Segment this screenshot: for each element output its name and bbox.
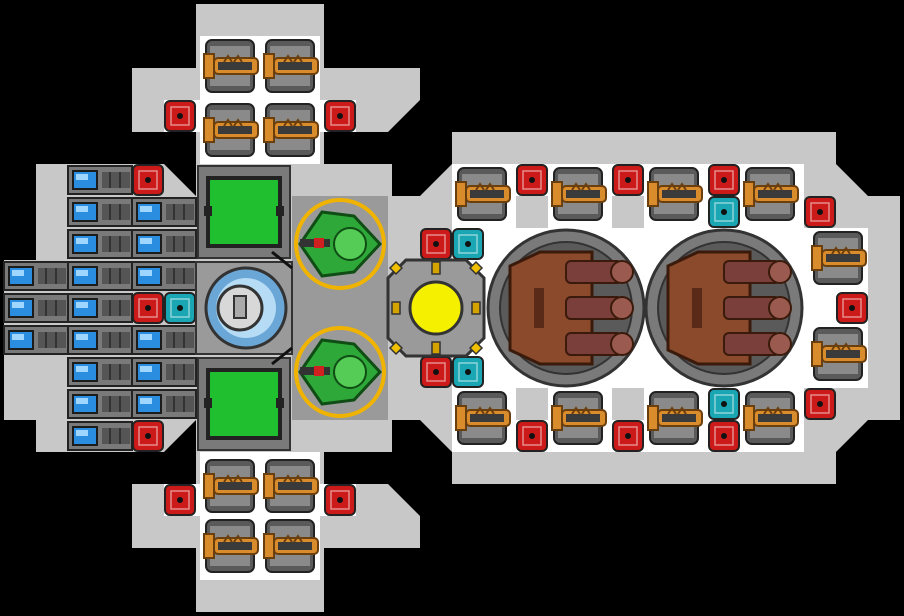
thruster-10[interactable]: [67, 293, 133, 323]
red-block-10[interactable]: [708, 164, 740, 196]
thruster-13[interactable]: [131, 325, 197, 355]
main-bottom-turret-3[interactable]: [647, 391, 703, 445]
red-block-17[interactable]: [420, 228, 452, 260]
scanner-dome[interactable]: [195, 261, 293, 355]
red-block-15[interactable]: [612, 420, 644, 452]
red-block-13[interactable]: [804, 388, 836, 420]
bottom-pod-turret-1[interactable]: [203, 459, 259, 513]
red-block-8[interactable]: [516, 164, 548, 196]
main-bottom-turret-4[interactable]: [743, 391, 799, 445]
red-block-12[interactable]: [836, 292, 868, 324]
cyan-block-2[interactable]: [452, 228, 484, 260]
thruster-11[interactable]: [3, 325, 69, 355]
thruster-4[interactable]: [67, 229, 133, 259]
bottom-pod-turret-4[interactable]: [263, 519, 319, 573]
top-pod-turret-3[interactable]: [203, 103, 259, 157]
thruster-1[interactable]: [67, 165, 133, 195]
thruster-12[interactable]: [67, 325, 133, 355]
red-block-1[interactable]: [164, 100, 196, 132]
cyan-block-4[interactable]: [708, 196, 740, 228]
hull-top-mast: [196, 4, 324, 36]
floor-main-gap-top: [516, 196, 548, 228]
floor-main-gap-bot: [516, 388, 548, 420]
bottom-pod-turret-2[interactable]: [263, 459, 319, 513]
red-block-16[interactable]: [708, 420, 740, 452]
thruster-9[interactable]: [3, 293, 69, 323]
thruster-6[interactable]: [3, 261, 69, 291]
top-pod-turret-2[interactable]: [263, 39, 319, 93]
bottom-pod-turret-3[interactable]: [203, 519, 259, 573]
top-pod-turret-1[interactable]: [203, 39, 259, 93]
main-top-turret-4[interactable]: [743, 167, 799, 221]
top-pod-turret-4[interactable]: [263, 103, 319, 157]
armor-mark-2: [271, 346, 293, 366]
thruster-14[interactable]: [67, 357, 133, 387]
red-block-2[interactable]: [324, 100, 356, 132]
floor-main-gap-top2: [612, 196, 644, 228]
fighter-drone-top[interactable]: [294, 198, 386, 290]
cockpit-screen-top[interactable]: [197, 165, 291, 259]
main-top-turret-3[interactable]: [647, 167, 703, 221]
red-block-7[interactable]: [132, 420, 164, 452]
cockpit-screen-bottom[interactable]: [197, 357, 291, 451]
reactor-core[interactable]: [386, 258, 486, 358]
main-bottom-turret-1[interactable]: [455, 391, 511, 445]
fighter-drone-bottom[interactable]: [294, 326, 386, 418]
red-block-14[interactable]: [516, 420, 548, 452]
thruster-8[interactable]: [131, 261, 197, 291]
hull-bottom-mast: [196, 580, 324, 612]
cyan-block-5[interactable]: [708, 388, 740, 420]
thruster-17[interactable]: [131, 389, 197, 419]
red-block-3[interactable]: [164, 484, 196, 516]
right-turret-2[interactable]: [811, 327, 867, 381]
armor-mark-1: [271, 250, 293, 270]
thruster-7[interactable]: [67, 261, 133, 291]
right-turret-1[interactable]: [811, 231, 867, 285]
thruster-15[interactable]: [131, 357, 197, 387]
thruster-5[interactable]: [131, 229, 197, 259]
heavy-cannon-1[interactable]: [486, 228, 646, 388]
red-block-4[interactable]: [324, 484, 356, 516]
heavy-cannon-2[interactable]: [644, 228, 804, 388]
red-block-9[interactable]: [612, 164, 644, 196]
thruster-18[interactable]: [67, 421, 133, 451]
thruster-3[interactable]: [131, 197, 197, 227]
cyan-block-3[interactable]: [452, 356, 484, 388]
floor-main-gap-bot2: [612, 388, 644, 420]
main-bottom-turret-2[interactable]: [551, 391, 607, 445]
thruster-2[interactable]: [67, 197, 133, 227]
main-top-turret-2[interactable]: [551, 167, 607, 221]
main-top-turret-1[interactable]: [455, 167, 511, 221]
red-block-11[interactable]: [804, 196, 836, 228]
